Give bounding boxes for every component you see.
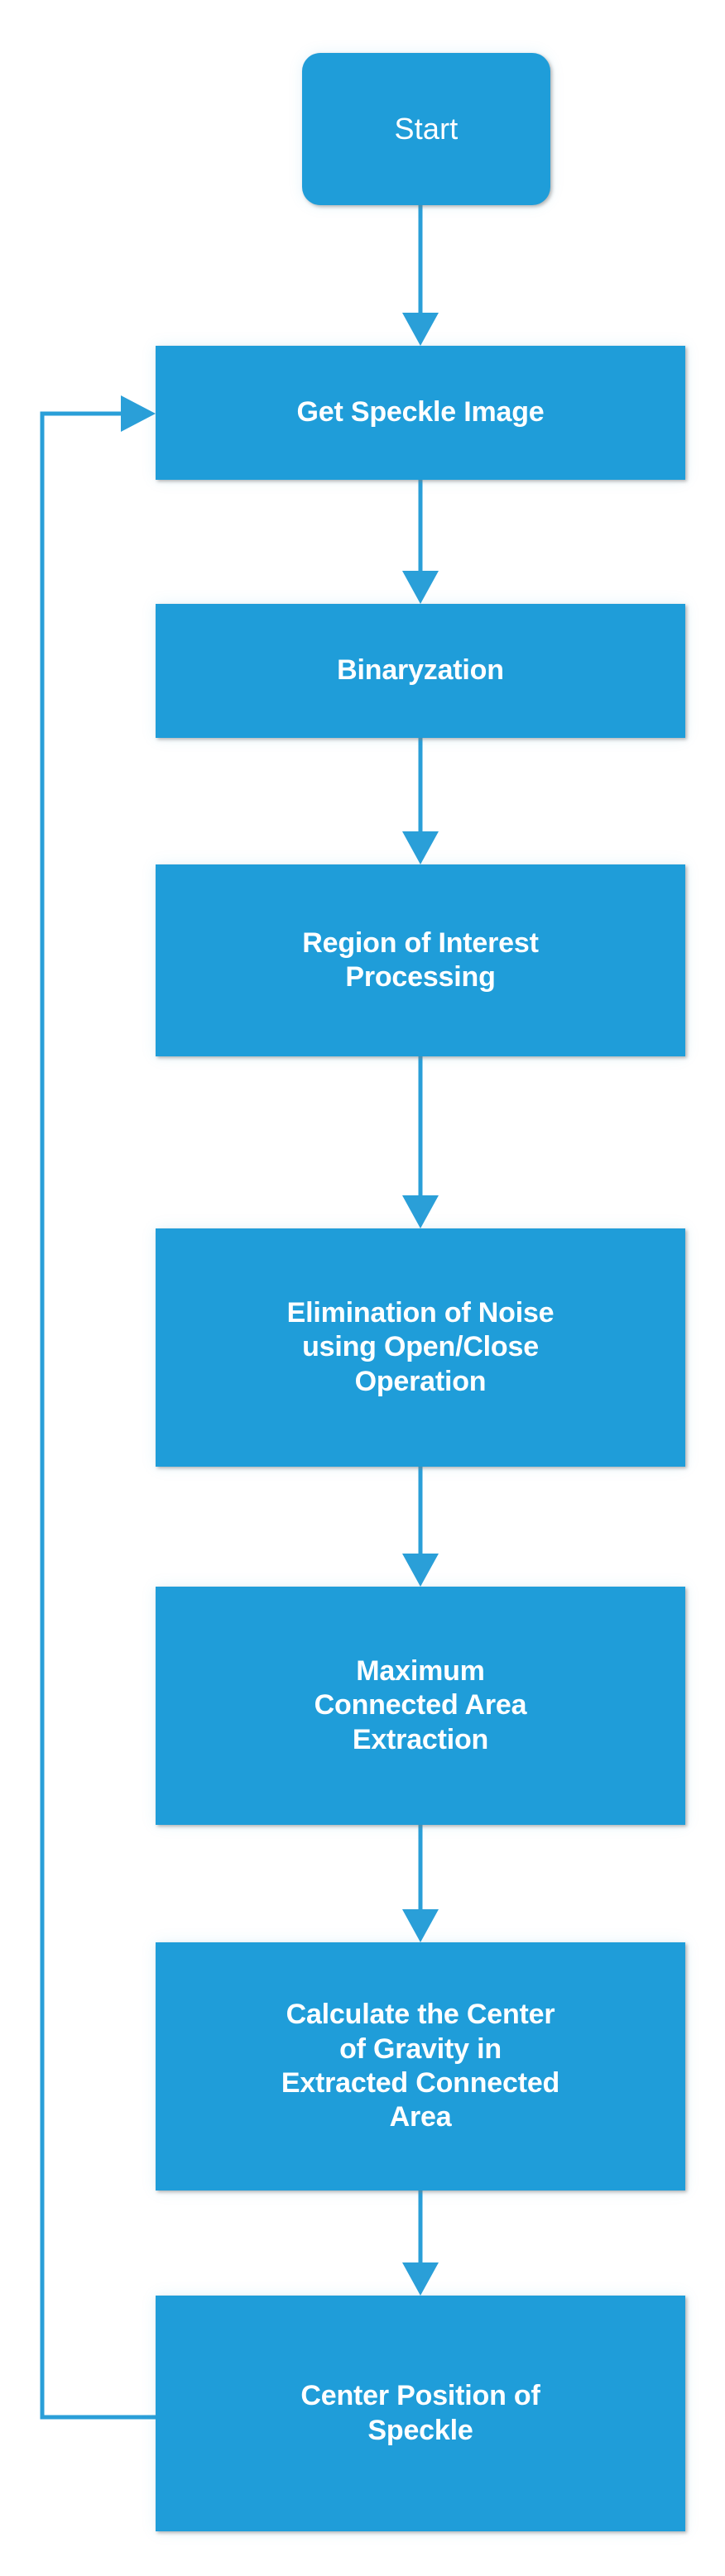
node-calculate-center-of-gravity-label: Calculate the Center of Gravity in Extra…	[281, 1999, 560, 2133]
node-center-position-of-speckle-label: Center Position of Speckle	[300, 2380, 540, 2446]
connector-feedback-loop	[40, 395, 156, 2420]
connector-start-to-get-speckle-image	[402, 205, 439, 346]
node-maximum-connected-area-extraction[interactable]: Maximum Connected Area Extraction	[156, 1587, 685, 1825]
connector-binaryzation-to-region-of-interest	[402, 738, 439, 864]
connector-get-speckle-image-to-binaryzation	[402, 480, 439, 604]
node-get-speckle-image[interactable]: Get Speckle Image	[156, 346, 685, 480]
node-maximum-connected-area-extraction-label: Maximum Connected Area Extraction	[314, 1654, 527, 1755]
node-elimination-of-noise[interactable]: Elimination of Noise using Open/Close Op…	[156, 1228, 685, 1467]
node-start[interactable]: Start	[302, 53, 550, 205]
connector-maximum-connected-to-calculate-center	[402, 1825, 439, 1942]
node-binaryzation-label: Binaryzation	[337, 654, 504, 687]
node-get-speckle-image-label: Get Speckle Image	[296, 396, 545, 429]
node-region-of-interest-processing[interactable]: Region of Interest Processing	[156, 864, 685, 1056]
node-center-position-of-speckle[interactable]: Center Position of Speckle	[156, 2296, 685, 2531]
connector-elimination-to-maximum-connected	[402, 1467, 439, 1587]
node-elimination-of-noise-label: Elimination of Noise using Open/Close Op…	[286, 1296, 555, 1397]
node-start-label: Start	[394, 112, 459, 146]
node-region-of-interest-processing-label: Region of Interest Processing	[302, 926, 539, 993]
connector-region-of-interest-to-elimination	[402, 1056, 439, 1228]
connector-calculate-center-to-center-position	[402, 2191, 439, 2296]
node-binaryzation[interactable]: Binaryzation	[156, 604, 685, 738]
node-calculate-center-of-gravity[interactable]: Calculate the Center of Gravity in Extra…	[156, 1942, 685, 2191]
